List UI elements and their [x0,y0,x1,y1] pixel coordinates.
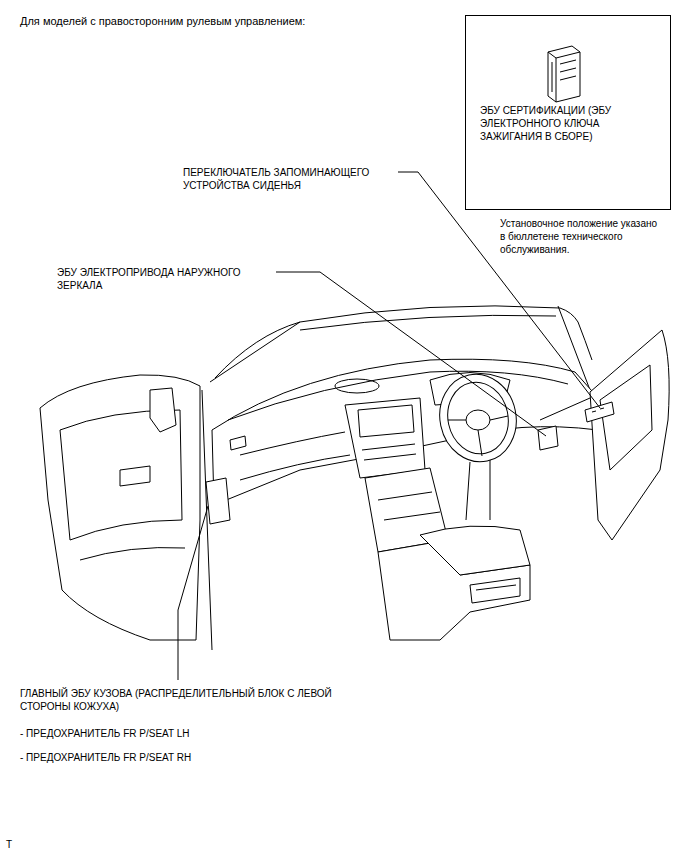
illustration-line [206,478,230,524]
component-name: ЭБУ СЕРТИФИКАЦИИ (ЭБУ ЭЛЕКТРОННОГО КЛЮЧА… [480,104,652,143]
part-label: ГЛАВНЫЙ ЭБУ КУЗОВА (РАСПРЕДЕЛИТЕЛЬНЫЙ БЛ… [20,687,372,713]
illustration-line [398,172,600,408]
inset-box: ЭБУ СЕРТИФИКАЦИИ (ЭБУ ЭЛЕКТРОННОГО КЛЮЧА… [465,15,671,210]
illustration-line [378,492,440,520]
illustration-line [590,330,669,540]
illustration-line [420,526,530,575]
diagram-title: Для моделей с правосторонним рулевым упр… [20,14,460,28]
illustration-line [150,388,176,432]
illustration-line [466,460,490,520]
illustration-line [470,578,520,603]
illustration-line [40,375,200,640]
illustration-line [538,426,558,450]
component-name-wrap: ЭБУ СЕРТИФИКАЦИИ (ЭБУ ЭЛЕКТРОННОГО КЛЮЧА… [480,104,652,143]
illustration-line [120,466,150,486]
illustration-line [548,52,580,102]
illustration-line [441,377,515,460]
illustration-line [476,585,516,590]
illustration-line [300,315,556,330]
illustration-line [548,46,580,102]
illustration-line [362,444,416,460]
part-label: ЭБУ ЭЛЕКТРОПРИВОДА НАРУЖНОГО ЗЕРКАЛА [57,266,273,292]
illustration-line [230,436,246,450]
ecu-icon [548,46,580,102]
illustration-line [240,432,345,455]
illustration-line [448,416,508,456]
illustration-line [552,60,576,92]
illustration-line [466,410,490,430]
illustration-line [592,408,604,412]
illustration-line [358,405,414,437]
illustration-line [432,367,525,469]
page-mark: T [6,838,26,851]
part-label-wrap: ЭБУ ЭЛЕКТРОПРИВОДА НАРУЖНОГО ЗЕРКАЛА [57,266,273,292]
fuse-label-wrap: - ПРЕДОХРАНИТЕЛЬ FR P/SEAT LH [20,727,320,740]
illustration-line [240,455,350,480]
diagram-title-wrap: Для моделей с правосторонним рулевым упр… [20,14,460,28]
illustration-line [578,322,592,360]
illustration-line [210,322,300,382]
illustration-line [178,506,208,680]
illustration-line [540,398,590,420]
illustration-line [585,402,614,422]
illustration-line [345,398,425,478]
illustration-line [600,365,652,470]
installation-note-wrap: Установочное положение указано в бюллете… [500,217,665,256]
illustration-line [80,548,185,561]
fuse-label: - ПРЕДОХРАНИТЕЛЬ FR P/SEAT LH [20,727,320,740]
illustration-line [276,272,546,436]
page-mark-wrap: T [6,838,26,851]
fuse-label: - ПРЕДОХРАНИТЕЛЬ FR P/SEAT RH [20,751,320,764]
part-label-wrap: ПЕРЕКЛЮЧАТЕЛЬ ЗАПОМИНАЮЩЕГО УСТРОЙСТВА С… [183,166,395,192]
part-label: ПЕРЕКЛЮЧАТЕЛЬ ЗАПОМИНАЮЩЕГО УСТРОЙСТВА С… [183,166,395,192]
fuse-label-wrap: - ПРЕДОХРАНИТЕЛЬ FR P/SEAT RH [20,751,320,764]
illustration-line [335,379,379,393]
installation-note: Установочное положение указано в бюллете… [500,217,665,256]
part-label-wrap: ГЛАВНЫЙ ЭБУ КУЗОВА (РАСПРЕДЕЛИТЕЛЬНЫЙ БЛ… [20,687,372,713]
